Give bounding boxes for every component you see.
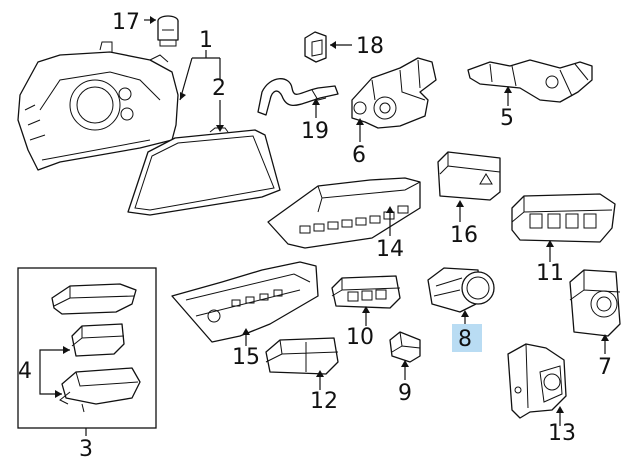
callout-14[interactable]: 14 [376, 237, 404, 262]
part-19-harness[interactable] [257, 78, 339, 116]
part-17-switch[interactable] [157, 15, 179, 47]
part-14-switch-panel[interactable] [267, 177, 421, 249]
callout-15[interactable]: 15 [232, 345, 260, 370]
callout-11[interactable]: 11 [536, 261, 564, 286]
callout-4[interactable]: 4 [18, 359, 32, 384]
callout-9[interactable]: 9 [398, 381, 412, 406]
callout-13[interactable]: 13 [548, 421, 576, 446]
callout-3[interactable]: 3 [79, 437, 93, 462]
part-1-instrument-cluster[interactable] [17, 41, 179, 171]
part-18-connector[interactable] [304, 31, 327, 63]
callout-19[interactable]: 19 [301, 119, 329, 144]
part-13-bracket-assembly[interactable] [507, 343, 567, 419]
callout-8-highlight [452, 324, 482, 352]
part-7-rotary-switch[interactable] [569, 269, 621, 337]
part-4-component-middle[interactable] [71, 323, 125, 357]
callout-7[interactable]: 7 [598, 355, 612, 380]
callout-12[interactable]: 12 [310, 389, 338, 414]
part-10-switch-module[interactable] [331, 275, 401, 309]
part-11-switch-block[interactable] [511, 193, 616, 243]
callout-10[interactable]: 10 [346, 325, 374, 350]
part-12-twin-switch[interactable] [265, 337, 339, 375]
leader-lines [39, 16, 609, 436]
callout-2[interactable]: 2 [212, 76, 226, 101]
part-8-start-button[interactable] [427, 267, 495, 313]
part-6-lock-assembly[interactable] [351, 57, 437, 129]
callout-1[interactable]: 1 [199, 28, 213, 53]
part-4-component-bottom[interactable] [59, 367, 141, 413]
callout-5[interactable]: 5 [500, 106, 514, 131]
part-15-console-panel[interactable] [171, 261, 319, 343]
part-2-cluster-lens[interactable] [127, 127, 281, 216]
callout-8[interactable]: 8 [458, 327, 472, 352]
callouts: 17 18 1 2 19 6 5 14 16 11 8 7 10 15 12 9… [18, 10, 612, 462]
callout-16[interactable]: 16 [450, 223, 478, 248]
callout-18[interactable]: 18 [356, 34, 384, 59]
part-9-connector[interactable] [389, 331, 421, 363]
part-5-bracket[interactable] [467, 59, 593, 103]
callout-17[interactable]: 17 [112, 10, 140, 35]
callout-6[interactable]: 6 [352, 143, 366, 168]
part-3-component-top[interactable] [51, 283, 137, 315]
part-16-hazard-switch[interactable] [437, 151, 501, 201]
